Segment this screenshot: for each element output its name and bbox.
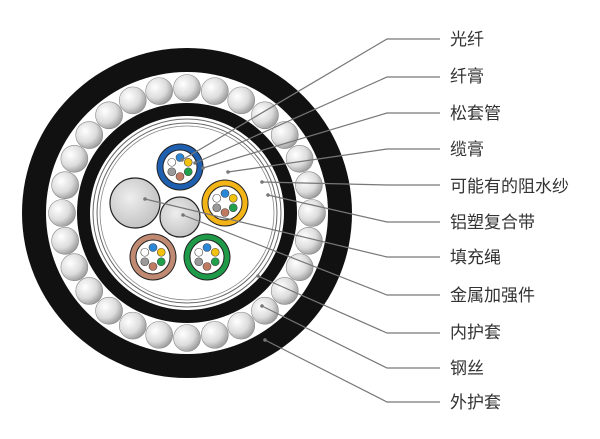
leader-line bbox=[182, 214, 440, 296]
leader-arrow-tip bbox=[266, 193, 270, 197]
steel-wire bbox=[145, 77, 173, 105]
steel-wire bbox=[173, 74, 201, 102]
leader-line bbox=[144, 198, 440, 258]
steel-wire bbox=[60, 144, 89, 173]
leader-arrow-tip bbox=[193, 161, 197, 165]
leader-line bbox=[257, 275, 440, 334]
label-inner-sheath: 内护套 bbox=[450, 323, 501, 343]
leader-arrow-tip bbox=[260, 180, 264, 184]
filler-rope bbox=[109, 177, 161, 229]
steel-wire bbox=[201, 77, 229, 105]
leader-line bbox=[181, 38, 440, 161]
label-steel-wire: 钢丝 bbox=[450, 359, 484, 379]
steel-wire bbox=[285, 144, 314, 173]
label-list: 光纤 纤膏 松套管 缆膏 可能有的阻水纱 铝塑复合带 填充绳 金属加强件 内护套… bbox=[450, 30, 569, 413]
label-cable-paste: 缆膏 bbox=[450, 139, 484, 160]
steel-wire bbox=[51, 227, 79, 255]
steel-wire bbox=[118, 311, 147, 340]
steel-wire bbox=[75, 277, 104, 305]
steel-wire bbox=[118, 86, 147, 115]
optical-fiber bbox=[183, 167, 193, 177]
leader-arrow-tip bbox=[143, 197, 147, 201]
optical-fiber bbox=[202, 243, 212, 252]
optical-fiber bbox=[140, 247, 150, 257]
leader-arrow-tip bbox=[180, 158, 184, 162]
steel-wire bbox=[201, 321, 229, 349]
leader-arrow-tip bbox=[260, 304, 264, 308]
optical-fiber bbox=[212, 193, 222, 203]
steel-wire bbox=[75, 121, 104, 149]
leader-arrow-tip bbox=[263, 338, 267, 342]
steel-wire bbox=[295, 227, 323, 255]
leader-line bbox=[227, 148, 440, 173]
steel-wire bbox=[298, 199, 326, 227]
optical-fiber bbox=[148, 243, 158, 252]
steel-wire bbox=[173, 324, 201, 352]
optical-fiber bbox=[194, 257, 204, 267]
leader-line bbox=[261, 181, 440, 186]
steel-wire bbox=[51, 171, 79, 199]
aluminum-tape-outer-line bbox=[92, 118, 282, 308]
label-filler-rope: 填充绳 bbox=[450, 248, 501, 268]
optical-fiber bbox=[210, 247, 220, 257]
optical-fiber bbox=[167, 157, 177, 167]
steel-wire bbox=[251, 296, 279, 325]
optical-fiber bbox=[148, 262, 158, 271]
steel-wire bbox=[270, 121, 299, 149]
optical-fiber bbox=[140, 257, 150, 267]
leader-line bbox=[261, 305, 440, 369]
leader-line bbox=[202, 112, 440, 169]
optical-fiber bbox=[220, 208, 230, 217]
label-fiber: 光纤 bbox=[450, 30, 484, 50]
optical-fiber bbox=[220, 189, 230, 198]
optical-fiber bbox=[156, 247, 166, 257]
steel-wire bbox=[60, 253, 89, 282]
leader-lines bbox=[143, 38, 440, 403]
optical-fiber bbox=[202, 262, 212, 271]
optical-fiber bbox=[167, 167, 177, 177]
leader-arrow-tip bbox=[256, 274, 260, 278]
steel-wire bbox=[95, 296, 123, 325]
optical-fiber bbox=[210, 257, 220, 267]
cable bbox=[22, 48, 352, 378]
steel-wire bbox=[227, 86, 256, 115]
steel-wire bbox=[95, 101, 123, 130]
aluminum-tape-inner-line bbox=[96, 122, 278, 304]
label-strength-member: 金属加强件 bbox=[450, 286, 535, 306]
leader-arrow-tip bbox=[181, 213, 185, 217]
optical-fiber bbox=[228, 193, 238, 203]
optical-fiber bbox=[156, 257, 166, 267]
optical-fiber bbox=[183, 157, 193, 167]
optical-fiber bbox=[228, 203, 238, 213]
steel-wire bbox=[145, 321, 173, 349]
steel-wire bbox=[285, 253, 314, 282]
steel-wire bbox=[48, 199, 76, 227]
label-outer-sheath: 外护套 bbox=[450, 393, 501, 413]
leader-line bbox=[267, 194, 440, 223]
label-fiber-paste: 纤膏 bbox=[450, 66, 484, 87]
leader-line bbox=[264, 339, 440, 403]
leader-line bbox=[194, 76, 440, 164]
optical-fiber bbox=[175, 172, 185, 181]
steel-wire bbox=[270, 277, 299, 305]
optical-fiber bbox=[194, 247, 204, 257]
leader-arrow-tip bbox=[201, 166, 205, 170]
leader-arrow-tip bbox=[226, 170, 230, 174]
metal-strength-member bbox=[159, 196, 201, 238]
steel-wire bbox=[251, 101, 279, 130]
label-aluminum-tape: 铝塑复合带 bbox=[450, 213, 535, 233]
label-water-blocking-yarn: 可能有的阻水纱 bbox=[450, 177, 569, 197]
steel-wire bbox=[295, 171, 323, 199]
label-loose-tube: 松套管 bbox=[450, 104, 501, 124]
optical-fiber bbox=[212, 203, 222, 213]
steel-wire bbox=[227, 311, 256, 340]
